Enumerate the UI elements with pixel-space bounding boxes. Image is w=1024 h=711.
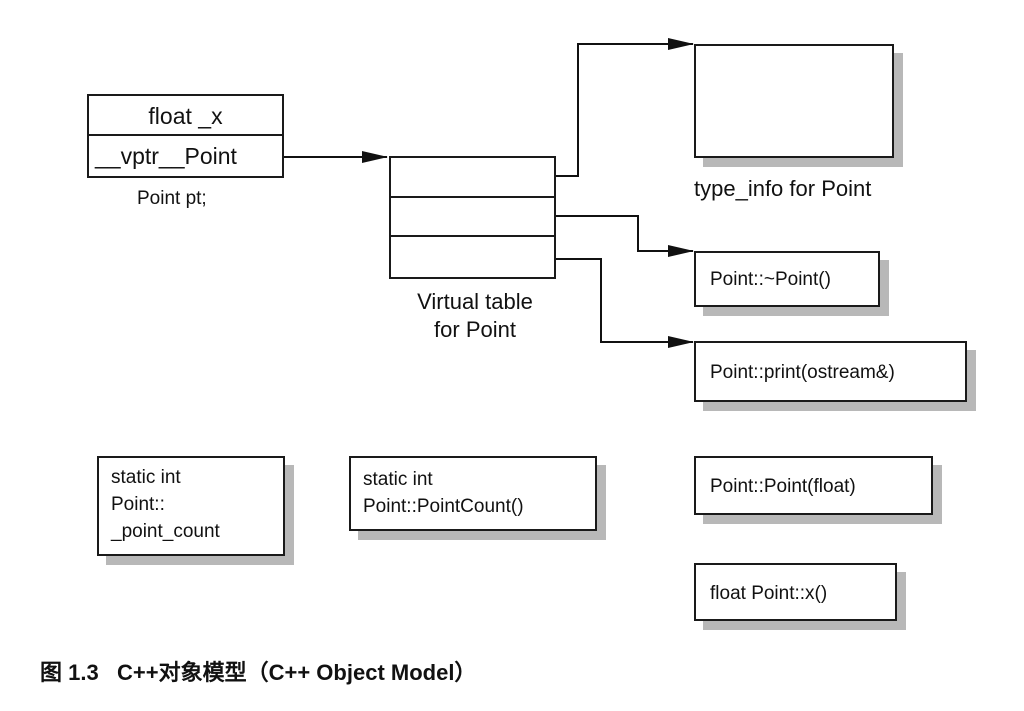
- static-member-line3: _point_count: [111, 521, 220, 542]
- virtual-table-box: [389, 156, 556, 279]
- vtable-caption-line1: Virtual table: [417, 289, 533, 314]
- print-label: Point::print(ostream&): [710, 362, 895, 383]
- member-vptr: __vptr__Point: [95, 143, 237, 169]
- slot3-connector: [526, 258, 694, 348]
- constructor-box: Point::Point(float): [694, 456, 933, 515]
- static-member-box: static int Point:: _point_count: [97, 456, 285, 556]
- vtable-slot-print: [391, 237, 554, 277]
- destructor-label: Point::~Point(): [710, 269, 831, 290]
- destructor-box: Point::~Point(): [694, 251, 880, 307]
- vtable-caption-line2: for Point: [434, 317, 516, 342]
- point-object-box: float _x __vptr__Point: [87, 94, 284, 178]
- type-info-box: [694, 44, 894, 158]
- vtable-slot-destructor: [391, 198, 554, 238]
- static-member-line1: static int: [111, 467, 181, 488]
- print-box: Point::print(ostream&): [694, 341, 967, 402]
- slot2-connector: [526, 215, 694, 257]
- figure-caption: 图 1.3 C++对象模型（C++ Object Model）: [40, 660, 477, 685]
- type-info-caption: type_info for Point: [694, 176, 872, 201]
- constructor-label: Point::Point(float): [710, 476, 856, 497]
- vtable-caption: Virtual table for Point: [380, 288, 570, 344]
- static-method-line2: Point::PointCount(): [363, 496, 524, 517]
- accessor-box: float Point::x(): [694, 563, 897, 621]
- static-method-box: static int Point::PointCount(): [349, 456, 597, 531]
- vtable-slot-type-info: [391, 158, 554, 198]
- member-float-x: float _x: [89, 96, 282, 136]
- accessor-label: float Point::x(): [710, 583, 828, 604]
- static-method-line1: static int: [363, 469, 433, 490]
- object-caption: Point pt;: [137, 188, 207, 209]
- static-member-line2: Point::: [111, 494, 165, 515]
